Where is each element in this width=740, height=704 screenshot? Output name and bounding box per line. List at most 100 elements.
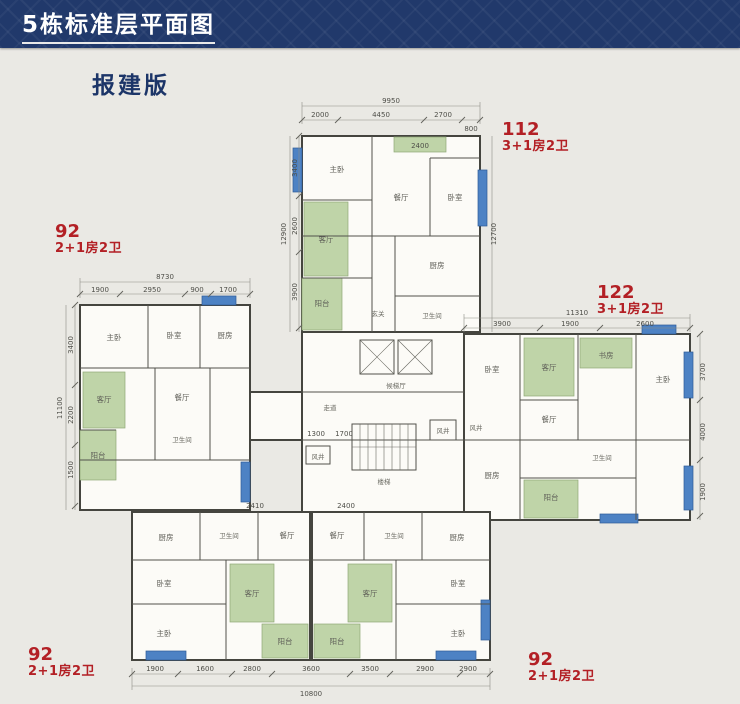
unit-number: 92	[28, 644, 54, 665]
unit-type: 3+1房2卫	[597, 301, 665, 317]
room-label: 卧室	[485, 364, 500, 374]
room-label: 餐厅	[330, 531, 345, 540]
bay-window	[683, 465, 694, 511]
balcony-area	[523, 479, 579, 519]
balcony-area	[301, 277, 343, 331]
dimension-label: 1600	[196, 665, 214, 673]
room-label: 卫生间	[172, 435, 192, 444]
air-shaft	[429, 419, 457, 441]
balcony-area	[313, 623, 361, 659]
unit-label-112: 112 3+1房2卫	[502, 120, 569, 154]
unit-number: 112	[502, 119, 540, 140]
bay-window	[683, 351, 694, 399]
dimension-label: 3900	[291, 283, 299, 301]
room-label: 客厅	[363, 588, 378, 598]
room-label: 风井	[470, 423, 484, 432]
dimension-label: 2600	[636, 320, 654, 328]
room-label: 餐厅	[280, 531, 295, 540]
blue-areas	[145, 147, 694, 661]
room-label: 楼梯	[378, 477, 392, 486]
dimension-label: 11100	[56, 397, 64, 419]
dimension-label: 1300	[307, 430, 325, 438]
room-label: 客厅	[245, 588, 260, 598]
dimension-label: 2950	[143, 286, 161, 294]
page-title: 5栋标准层平面图	[22, 5, 216, 44]
room-labels-core: 候梯厅 走道 楼梯 风井 风井 1300 1700	[307, 381, 450, 486]
unit-label-92-bottom-left: 92 2+1房2卫	[28, 645, 95, 679]
room-label: 餐厅	[542, 415, 557, 424]
dimension-label: 9950	[382, 97, 400, 105]
dimension-label: 1700	[219, 286, 237, 294]
dimension-label: 1900	[699, 483, 707, 501]
bay-window	[292, 147, 303, 193]
room-label: 候梯厅	[386, 381, 406, 390]
dimension-label: 900	[190, 286, 203, 294]
living-area	[82, 371, 126, 429]
room-label: 阳台	[315, 298, 330, 308]
room-label: 客厅	[97, 394, 112, 404]
unit-type: 3+1房2卫	[502, 138, 570, 154]
dimension-chain-bottom: 10800 1900 1600 2800 3600 3500 2900 2900	[128, 665, 494, 698]
dimension-label: 3400	[291, 159, 299, 177]
room-label: 玄关	[372, 309, 386, 318]
dimension-label: 1900	[91, 286, 109, 294]
dimension-label: 2410	[246, 502, 264, 510]
bay-window	[240, 461, 251, 503]
unit-type: 2+1房2卫	[528, 668, 596, 684]
dimension-label: 3700	[699, 363, 707, 381]
dimension-label: 800	[464, 125, 477, 133]
room-label: 风井	[312, 452, 326, 461]
dimension-chain-right: 11310 3900 1900 2600	[460, 309, 694, 332]
dimension-label: 4000	[699, 423, 707, 441]
room-label: 卧室	[157, 578, 172, 588]
bay-window	[435, 650, 477, 661]
green-areas	[79, 136, 633, 659]
dimension-label: 12900	[280, 223, 288, 245]
dimension-label: 3600	[302, 665, 320, 673]
living-area	[347, 563, 393, 623]
room-label: 卧室	[448, 192, 463, 202]
room-label: 卧室	[451, 578, 466, 588]
dimension-label: 1500	[67, 461, 75, 479]
unit-label-122: 122 3+1房2卫	[597, 283, 664, 317]
room-labels-right: 卧室 客厅 书房 主卧 餐厅 厨房 卫生间 阳台 风井	[470, 350, 671, 502]
dimension-label: 2700	[434, 111, 452, 119]
room-label: 餐厅	[394, 193, 409, 202]
room-labels-bottom-right: 餐厅 卫生间 厨房 卧室 主卧 客厅 阳台 2400	[330, 502, 466, 646]
unit-type: 2+1房2卫	[55, 240, 123, 256]
interior-walls	[80, 136, 690, 660]
living-area	[523, 337, 575, 397]
corridor-connector	[249, 391, 303, 441]
dimension-label: 11310	[566, 309, 588, 317]
room-label: 阳台	[91, 450, 106, 460]
room-label: 阳台	[278, 636, 293, 646]
room-label: 卫生间	[592, 453, 612, 462]
bay-window	[641, 324, 677, 335]
room-label: 厨房	[218, 330, 233, 340]
dimension-chain-left: 8730 1900 2950 900 1700	[76, 273, 254, 298]
room-label: 主卧	[330, 164, 345, 174]
room-label: 客厅	[319, 234, 334, 244]
dimension-label: 1700	[335, 430, 353, 438]
room-label: 风井	[437, 426, 451, 435]
subtitle: 报建版	[92, 73, 170, 99]
room-label: 书房	[599, 350, 614, 360]
dimension-label: 1900	[146, 665, 164, 673]
room-label: 客厅	[542, 362, 557, 372]
dimension-chain-top-right: 12700	[490, 136, 498, 332]
room-label: 厨房	[159, 532, 174, 542]
dimension-chain-top-left: 12900 3400 2600 3900	[280, 132, 303, 332]
dimension-chain-right-side: 3700 4000 1900	[696, 330, 707, 520]
room-label: 卫生间	[422, 311, 442, 320]
room-label: 餐厅	[175, 393, 190, 402]
dimension-label: 2400	[337, 502, 355, 510]
unit-label-92-left: 92 2+1房2卫	[55, 222, 122, 256]
room-label: 厨房	[485, 470, 500, 480]
balcony-area	[261, 623, 309, 659]
room-label: 阳台	[544, 492, 559, 502]
room-label: 主卧	[656, 374, 671, 384]
core-outline	[301, 331, 465, 513]
title-bar: 5栋标准层平面图	[0, 0, 740, 48]
room-label: 卧室	[167, 330, 182, 340]
room-label: 厨房	[430, 260, 445, 270]
